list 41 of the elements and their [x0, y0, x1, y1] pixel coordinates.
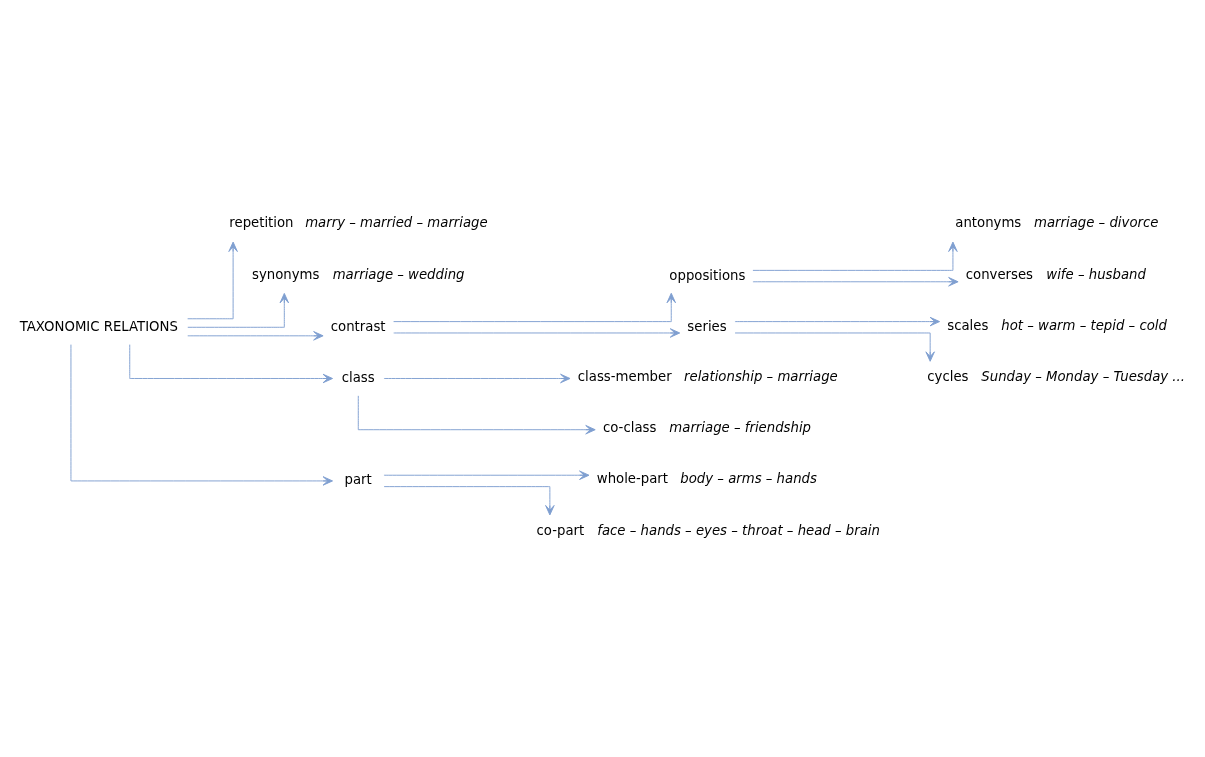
- arrow: [752, 277, 959, 287]
- node-text: TAXONOMIC RELATIONS: [19, 318, 178, 334]
- arrow: [70, 344, 333, 486]
- node-label: marriage – friendship: [669, 420, 812, 436]
- arrow: [187, 331, 324, 341]
- node-text: class: [341, 370, 375, 386]
- node-label: Sunday – Monday – Tuesday ...: [981, 369, 1186, 385]
- node-text: class-member: [577, 369, 672, 385]
- node-label: wife – husband: [1046, 266, 1146, 282]
- node-text: antonyms: [955, 215, 1022, 231]
- arrow: [357, 395, 596, 435]
- node-text: repetition: [229, 215, 294, 231]
- arrow: [734, 316, 941, 327]
- node-text: co-part: [536, 522, 585, 538]
- node-text: part: [344, 472, 372, 488]
- arrow: [129, 344, 333, 384]
- node-text: scales: [947, 317, 989, 333]
- node-text: oppositions: [669, 267, 746, 283]
- node-text: converses: [965, 266, 1034, 282]
- node-text: co-class: [602, 420, 657, 436]
- arrow: [187, 241, 238, 320]
- node-label: marriage – wedding: [332, 266, 465, 282]
- node-text: contrast: [330, 318, 386, 334]
- arrow: [393, 292, 676, 323]
- node-label: relationship – marriage: [684, 369, 838, 385]
- node-text: cycles: [927, 369, 969, 385]
- arrow: [383, 373, 571, 384]
- arrow: [752, 241, 958, 271]
- arrow: [383, 486, 555, 516]
- arrow: [734, 332, 935, 362]
- node-text: series: [687, 318, 727, 334]
- arrow: [187, 292, 290, 328]
- node-text: whole-part: [596, 471, 669, 487]
- node-label: marry – married – marriage: [305, 215, 488, 231]
- node-label: body – arms – hands: [680, 471, 817, 487]
- node-label: marriage – divorce: [1034, 215, 1159, 231]
- node-text: synonyms: [252, 266, 320, 282]
- node-label: face – hands – eyes – throat – head – brain: [597, 522, 880, 538]
- arrow: [393, 328, 681, 338]
- node-label: hot – warm – tepid – cold: [1001, 317, 1167, 333]
- arrow: [383, 470, 590, 480]
